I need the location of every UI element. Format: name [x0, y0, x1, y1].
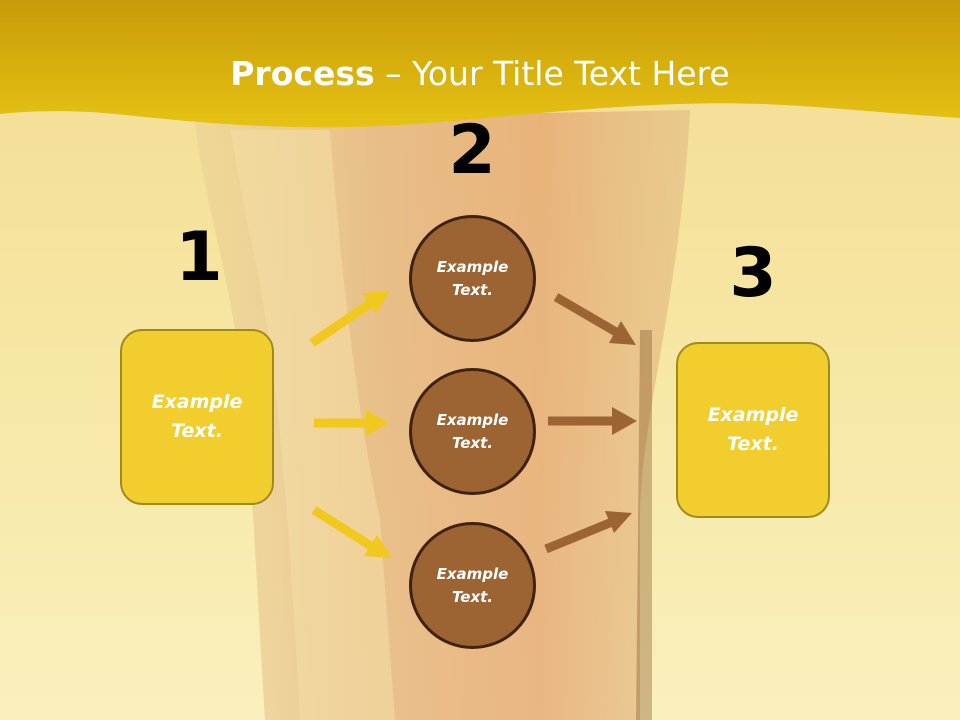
arrow-left-to-middle-icon [314, 410, 389, 436]
arrow-bottom-to-right-icon [544, 511, 632, 554]
step-number-2: 2 [448, 111, 496, 190]
left-box-text: Example Text. [151, 391, 243, 442]
process-circle-middle: Example Text. [409, 368, 536, 495]
circle-middle-text: Example Text. [436, 410, 509, 452]
arrow-left-to-top-icon [309, 291, 390, 347]
circle-top-text: Example Text. [436, 257, 509, 299]
circle-bottom-text: Example Text. [436, 564, 509, 606]
title-rest: – Your Title Text Here [374, 54, 730, 93]
arrow-left-to-bottom-icon [311, 506, 392, 558]
left-process-box: Example Text. [120, 329, 274, 505]
step-number-1: 1 [175, 218, 223, 297]
arrow-top-to-right-icon [553, 293, 636, 345]
process-circle-top: Example Text. [409, 215, 536, 342]
step-number-3: 3 [729, 234, 777, 313]
title-bold: Process [230, 54, 375, 93]
slide-title: Process – Your Title Text Here [0, 52, 960, 96]
right-box-text: Example Text. [707, 404, 799, 455]
right-process-box: Example Text. [676, 342, 830, 518]
process-circle-bottom: Example Text. [409, 522, 536, 649]
arrow-middle-to-right-icon [548, 407, 637, 435]
